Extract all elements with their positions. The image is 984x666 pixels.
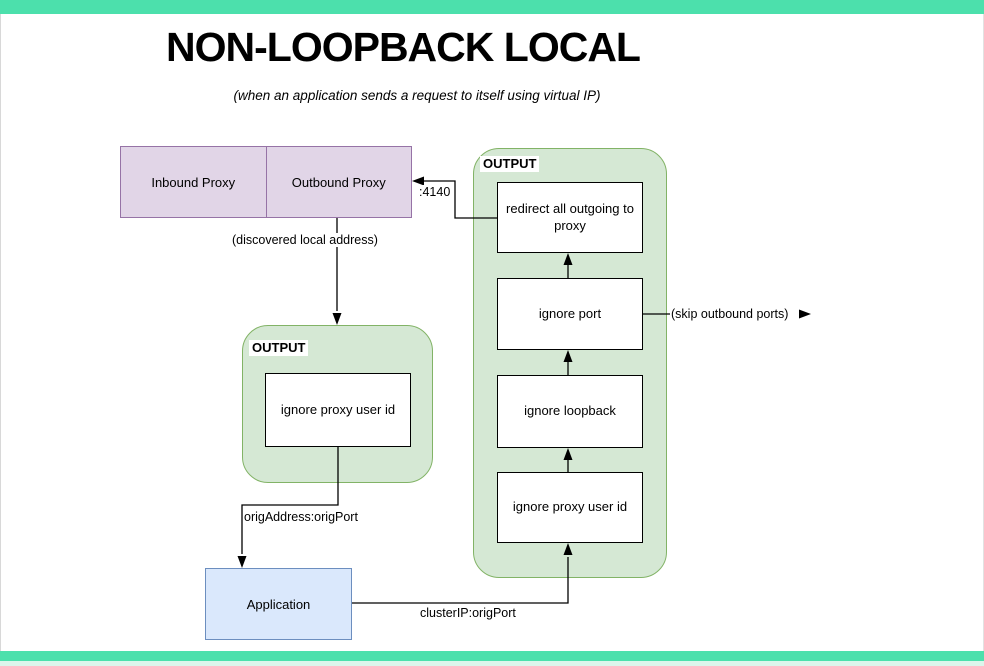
proxy-group-box: Inbound Proxy Outbound Proxy xyxy=(120,146,412,218)
inbound-proxy-box: Inbound Proxy xyxy=(121,147,267,217)
output-right-title: OUTPUT xyxy=(480,156,540,173)
arrowhead-right-skip-ports xyxy=(799,309,811,319)
page-subtitle: (when an application sends a request to … xyxy=(233,88,601,103)
frame-bottom-light-strip xyxy=(0,661,984,666)
page-title: NON-LOOPBACK LOCAL xyxy=(166,24,641,70)
outbound-proxy-box: Outbound Proxy xyxy=(291,174,386,190)
label-port-4140: :4140 xyxy=(418,185,452,200)
frame-top-bar xyxy=(0,0,984,14)
rule-ignore-proxy-user-id-right: ignore proxy user id xyxy=(497,472,643,543)
arrowhead-down-into-app xyxy=(237,556,247,568)
arrowhead-down-into-left-output xyxy=(332,313,342,325)
output-left-title: OUTPUT xyxy=(249,340,309,357)
label-orig-address-port: origAddress:origPort xyxy=(243,510,359,525)
label-discovered-local-address: (discovered local address) xyxy=(231,233,379,248)
rule-ignore-proxy-user-id-left: ignore proxy user id xyxy=(265,373,411,447)
application-box: Application xyxy=(205,568,352,640)
frame-bottom-bar xyxy=(0,651,984,661)
label-cluster-ip-port: clusterIP:origPort xyxy=(419,606,517,621)
rule-redirect-all-outgoing-to-proxy: redirect all outgoing to proxy xyxy=(497,182,643,253)
frame-left-edge xyxy=(0,14,1,651)
rule-ignore-port: ignore port xyxy=(497,278,643,350)
rule-ignore-loopback: ignore loopback xyxy=(497,375,643,448)
label-skip-outbound-ports: (skip outbound ports) xyxy=(670,307,790,322)
